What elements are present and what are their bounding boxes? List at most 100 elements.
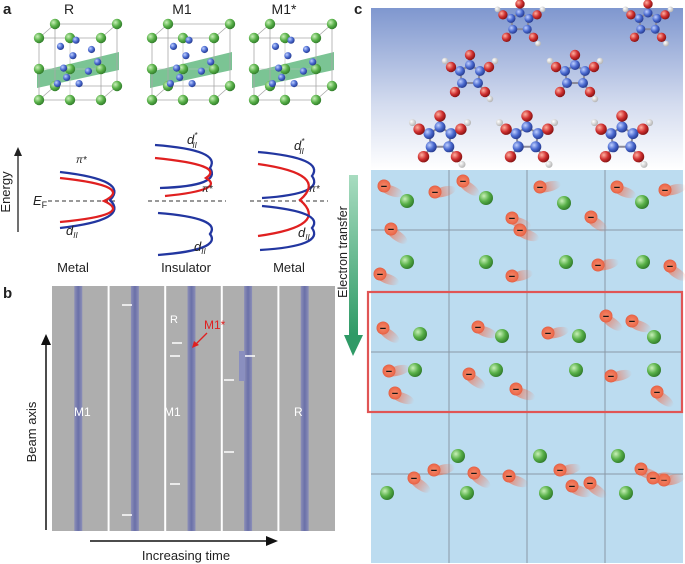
label-r-right: R — [294, 405, 303, 419]
time-axis-arrowhead — [266, 536, 278, 546]
atom-carbon — [606, 128, 617, 139]
atom-carbon — [651, 25, 660, 34]
energy-axis-label: Energy — [0, 171, 13, 213]
cation — [479, 255, 493, 269]
r-pi-band — [60, 178, 113, 222]
atom-oxygen — [637, 123, 648, 134]
atom-hydrogen — [540, 7, 546, 13]
electron-symbol: − — [667, 261, 673, 273]
lattice-atom-blue — [287, 37, 294, 44]
lattice-atom-blue — [189, 80, 196, 87]
m1-lower-label: dII — [194, 239, 206, 256]
electron-symbol: − — [411, 473, 417, 485]
cation — [619, 486, 633, 500]
atom-carbon — [644, 9, 653, 18]
electron-transfer-label: Electron transfer — [336, 206, 350, 298]
lattice-atom-blue — [278, 74, 285, 81]
electron-symbol: − — [638, 464, 644, 476]
lattice-m1 — [147, 19, 235, 105]
cation — [539, 486, 553, 500]
atom-carbon — [426, 141, 437, 152]
beam-axis-arrowhead — [41, 334, 51, 345]
atom-carbon — [578, 78, 588, 88]
lattice-atom-green — [209, 95, 219, 105]
atom-carbon — [560, 66, 570, 76]
cation — [489, 363, 503, 377]
lattice-atom-blue — [94, 58, 101, 65]
atom-oxygen — [600, 151, 611, 162]
lattice-atom-green — [96, 95, 106, 105]
lattice-atom-blue — [170, 43, 177, 50]
atom-carbon — [608, 141, 619, 152]
electron-symbol: − — [388, 224, 394, 236]
lattice-atom-green — [280, 95, 290, 105]
lattice-atom-blue — [69, 52, 76, 59]
atom-oxygen — [418, 151, 429, 162]
atom-carbon — [653, 14, 662, 23]
lattice-atom-blue — [176, 74, 183, 81]
lattice-atom-green — [163, 19, 173, 29]
atom-carbon — [446, 128, 457, 139]
panel-c-letter: c — [354, 1, 362, 18]
lattice-atom-green — [112, 19, 122, 29]
atom-oxygen — [451, 151, 462, 162]
phase-m1-type: Insulator — [161, 260, 212, 275]
lattice-atom-green — [311, 33, 321, 43]
atom-oxygen — [502, 33, 511, 42]
electron-symbol: − — [513, 384, 519, 396]
lattice-atom-blue — [76, 80, 83, 87]
label-m1star: M1* — [204, 318, 226, 332]
electron-symbol: − — [608, 371, 614, 383]
lattice-atom-blue — [85, 68, 92, 75]
lattice-atom-green — [147, 33, 157, 43]
fermi-label: EF — [33, 193, 48, 210]
electron-symbol: − — [381, 181, 387, 193]
crystal-lattices — [34, 19, 337, 105]
electron-symbol: − — [432, 187, 438, 199]
electron-symbol: − — [603, 311, 609, 323]
atom-hydrogen — [545, 161, 552, 168]
lattice-atom-green — [249, 33, 259, 43]
lattice-atom-blue — [303, 46, 310, 53]
lattice-atom-green — [50, 19, 60, 29]
energy-axis-arrowhead — [14, 147, 22, 156]
nanobeam — [188, 286, 196, 531]
lattice-atom-green — [147, 95, 157, 105]
atom-oxygen — [538, 151, 549, 162]
atom-carbon — [523, 25, 532, 34]
panel-a: a R M1 M1* Energy EF π* dII d*II π* dII … — [0, 1, 337, 275]
electron-symbol: − — [509, 213, 515, 225]
electron-symbol: − — [614, 182, 620, 194]
cation — [460, 486, 474, 500]
atom-hydrogen — [663, 41, 669, 47]
panel-b: b M1 M1 R R M1* Beam axis Increasing tim… — [3, 285, 335, 563]
lattice-atom-blue — [300, 68, 307, 75]
atom-hydrogen — [464, 119, 471, 126]
time-axis-label: Increasing time — [142, 548, 230, 563]
lattice-atom-green — [265, 19, 275, 29]
cation — [479, 191, 493, 205]
m1star-upper-band — [258, 152, 314, 198]
cation — [495, 329, 509, 343]
lattice-atom-green — [34, 64, 44, 74]
electron-symbol: − — [460, 176, 466, 188]
lattice-atom-blue — [272, 43, 279, 50]
lattice-atom-green — [96, 33, 106, 43]
m1-pi-label: π* — [202, 184, 214, 195]
lattice-atom-green — [225, 19, 235, 29]
atom-hydrogen — [640, 161, 647, 168]
electron-symbol: − — [629, 316, 635, 328]
atom-hydrogen — [592, 96, 598, 102]
r-pi-label: π* — [76, 155, 88, 166]
atom-hydrogen — [487, 96, 493, 102]
lattice-m1star — [249, 19, 337, 105]
atom-oxygen — [643, 0, 652, 9]
phase-m1-title: M1 — [172, 1, 192, 17]
cation — [611, 449, 625, 463]
lattice-atom-blue — [291, 80, 298, 87]
cation — [413, 327, 427, 341]
lattice-atom-blue — [173, 65, 180, 72]
m1star-domain — [239, 351, 245, 381]
lattice-atom-blue — [284, 52, 291, 59]
